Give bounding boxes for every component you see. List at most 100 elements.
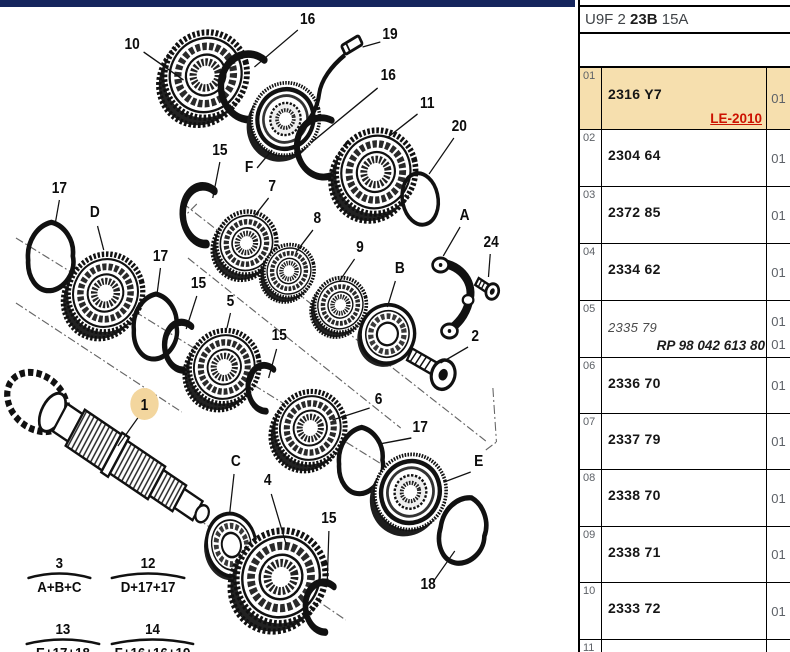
table-row-07[interactable]: 07 2337 79 01 xyxy=(580,414,790,470)
parts-rows: 01 2316 Y7 LE-2010 01 02 2304 64 01 03 2… xyxy=(580,66,790,652)
table-row-08[interactable]: 08 2338 70 01 xyxy=(580,470,790,527)
part-cell: 2316 Y7 LE-2010 xyxy=(602,68,766,129)
table-row-04[interactable]: 04 2334 62 01 xyxy=(580,244,790,301)
part-number: 2337 79 xyxy=(608,431,661,447)
formula-3-expr: A+B+C xyxy=(37,579,81,596)
callout-15-low: 15 xyxy=(272,327,287,344)
formula-12-num: 12 xyxy=(141,555,156,572)
qty-value: 01 xyxy=(771,314,786,329)
callout-E: E xyxy=(474,453,483,470)
qty-cell: 01 xyxy=(766,358,790,413)
row-number: 08 xyxy=(580,470,602,526)
callout-15-top: 15 xyxy=(212,142,227,159)
callout-F: F xyxy=(245,159,253,176)
table-row-10[interactable]: 10 2333 72 01 xyxy=(580,583,790,640)
screw-2-drawing xyxy=(405,346,457,392)
table-row-01[interactable]: 01 2316 Y7 LE-2010 01 xyxy=(580,68,790,130)
table-row-02[interactable]: 02 2304 64 01 xyxy=(580,130,790,187)
circlip-17-left-drawing xyxy=(28,222,74,290)
part-cell: 2304 64 xyxy=(602,130,766,186)
callout-18: 18 xyxy=(421,576,436,593)
gear-D-drawing xyxy=(54,244,153,348)
exploded-diagram: 10 16 19 16 11 20 15 F 7 8 9 A 24 B 2 17… xyxy=(4,11,501,652)
clip-19-drawing xyxy=(298,34,364,132)
qty-cell xyxy=(766,640,790,652)
callout-1[interactable]: 1 xyxy=(141,397,149,414)
table-row-03[interactable]: 03 2372 85 01 xyxy=(580,187,790,244)
qty-cell: 01 xyxy=(766,583,790,639)
part-cell: 2333 72 xyxy=(602,583,766,639)
formula-14-num: 14 xyxy=(145,621,160,638)
callout-16-mid: 16 xyxy=(381,67,396,84)
callout-10: 10 xyxy=(124,36,139,53)
snap-ring-15-low-drawing xyxy=(245,364,278,414)
part-number: 2304 64 xyxy=(608,147,661,163)
row-number: 07 xyxy=(580,414,602,469)
table-row-05[interactable]: 05 2335 79 RP 98 042 613 80 01 01 xyxy=(580,301,790,358)
callout-C: C xyxy=(231,453,241,470)
part-cell: 2338 70 xyxy=(602,470,766,526)
part-cell: 2334 62 xyxy=(602,244,766,300)
title-suffix: 15A xyxy=(661,11,689,28)
table-row-06[interactable]: 06 2336 70 01 xyxy=(580,358,790,414)
formula-13-num: 13 xyxy=(56,621,71,638)
part-number: 2336 70 xyxy=(608,375,661,391)
part-number: 2335 79 xyxy=(608,320,658,335)
part-cell: 2335 79 RP 98 042 613 80 xyxy=(602,301,766,357)
table-row-09[interactable]: 09 2338 71 01 xyxy=(580,527,790,583)
row-number: 04 xyxy=(580,244,602,300)
callout-B: B xyxy=(395,260,405,277)
callout-24: 24 xyxy=(483,234,499,251)
part-number: 2334 62 xyxy=(608,261,661,277)
part-number: 2338 71 xyxy=(608,544,661,560)
callout-7: 7 xyxy=(268,178,276,195)
callout-labels: 10 16 19 16 11 20 15 F 7 8 9 A 24 B 2 17… xyxy=(52,11,500,593)
callout-15-bottom: 15 xyxy=(321,510,336,527)
part-note[interactable]: LE-2010 xyxy=(710,111,762,126)
callout-19: 19 xyxy=(382,26,397,43)
row-number: 11 xyxy=(580,640,602,652)
parts-table: U9F 2 23B 15A 01 2316 Y7 LE-2010 01 02 2… xyxy=(578,0,790,652)
part-cell: 2336 70 xyxy=(602,358,766,413)
callout-17-mid: 17 xyxy=(153,248,168,265)
callout-9: 9 xyxy=(356,239,364,256)
callout-1-highlight[interactable] xyxy=(130,388,159,420)
formula-12-expr: D+17+17 xyxy=(121,579,176,596)
top-navy-bar xyxy=(0,0,575,7)
title-bold: 23B xyxy=(630,11,658,28)
row-number: 01 xyxy=(580,68,602,129)
formula-13-expr: E+17+18 xyxy=(36,645,90,652)
callout-16-top: 16 xyxy=(300,11,315,28)
title-prefix: U9F 2 xyxy=(585,11,626,28)
row-number: 10 xyxy=(580,583,602,639)
callout-A: A xyxy=(460,207,470,224)
formula-3-num: 3 xyxy=(56,555,64,572)
part-cell: 2372 85 xyxy=(602,187,766,243)
row-number: 03 xyxy=(580,187,602,243)
qty-cell: 01 xyxy=(766,130,790,186)
table-row-11[interactable]: 11 xyxy=(580,640,790,652)
row-number: 06 xyxy=(580,358,602,413)
fork-A-drawing xyxy=(431,256,475,340)
row-number: 09 xyxy=(580,527,602,582)
callout-2: 2 xyxy=(471,328,479,345)
part-number: 2372 85 xyxy=(608,204,661,220)
callout-17-right: 17 xyxy=(413,419,428,436)
qty-cell: 01 xyxy=(766,527,790,582)
qty-cell: 01 xyxy=(766,187,790,243)
callout-6: 6 xyxy=(375,391,383,408)
formula-14-expr: F+16+16+19 xyxy=(115,645,191,652)
leader-lines xyxy=(54,29,491,587)
callout-15-mid: 15 xyxy=(191,275,206,292)
callout-D: D xyxy=(90,204,100,221)
qty-cell: 01 xyxy=(766,414,790,469)
callout-8: 8 xyxy=(314,210,322,227)
qty-cell: 01 01 xyxy=(766,301,790,357)
oring-20-drawing xyxy=(400,171,441,227)
callout-5: 5 xyxy=(227,293,235,310)
callout-11: 11 xyxy=(420,95,435,112)
part-cell: 2337 79 xyxy=(602,414,766,469)
part-number: 2333 72 xyxy=(608,600,661,616)
callout-17-left: 17 xyxy=(52,180,67,197)
qty-value: 01 xyxy=(771,337,786,352)
